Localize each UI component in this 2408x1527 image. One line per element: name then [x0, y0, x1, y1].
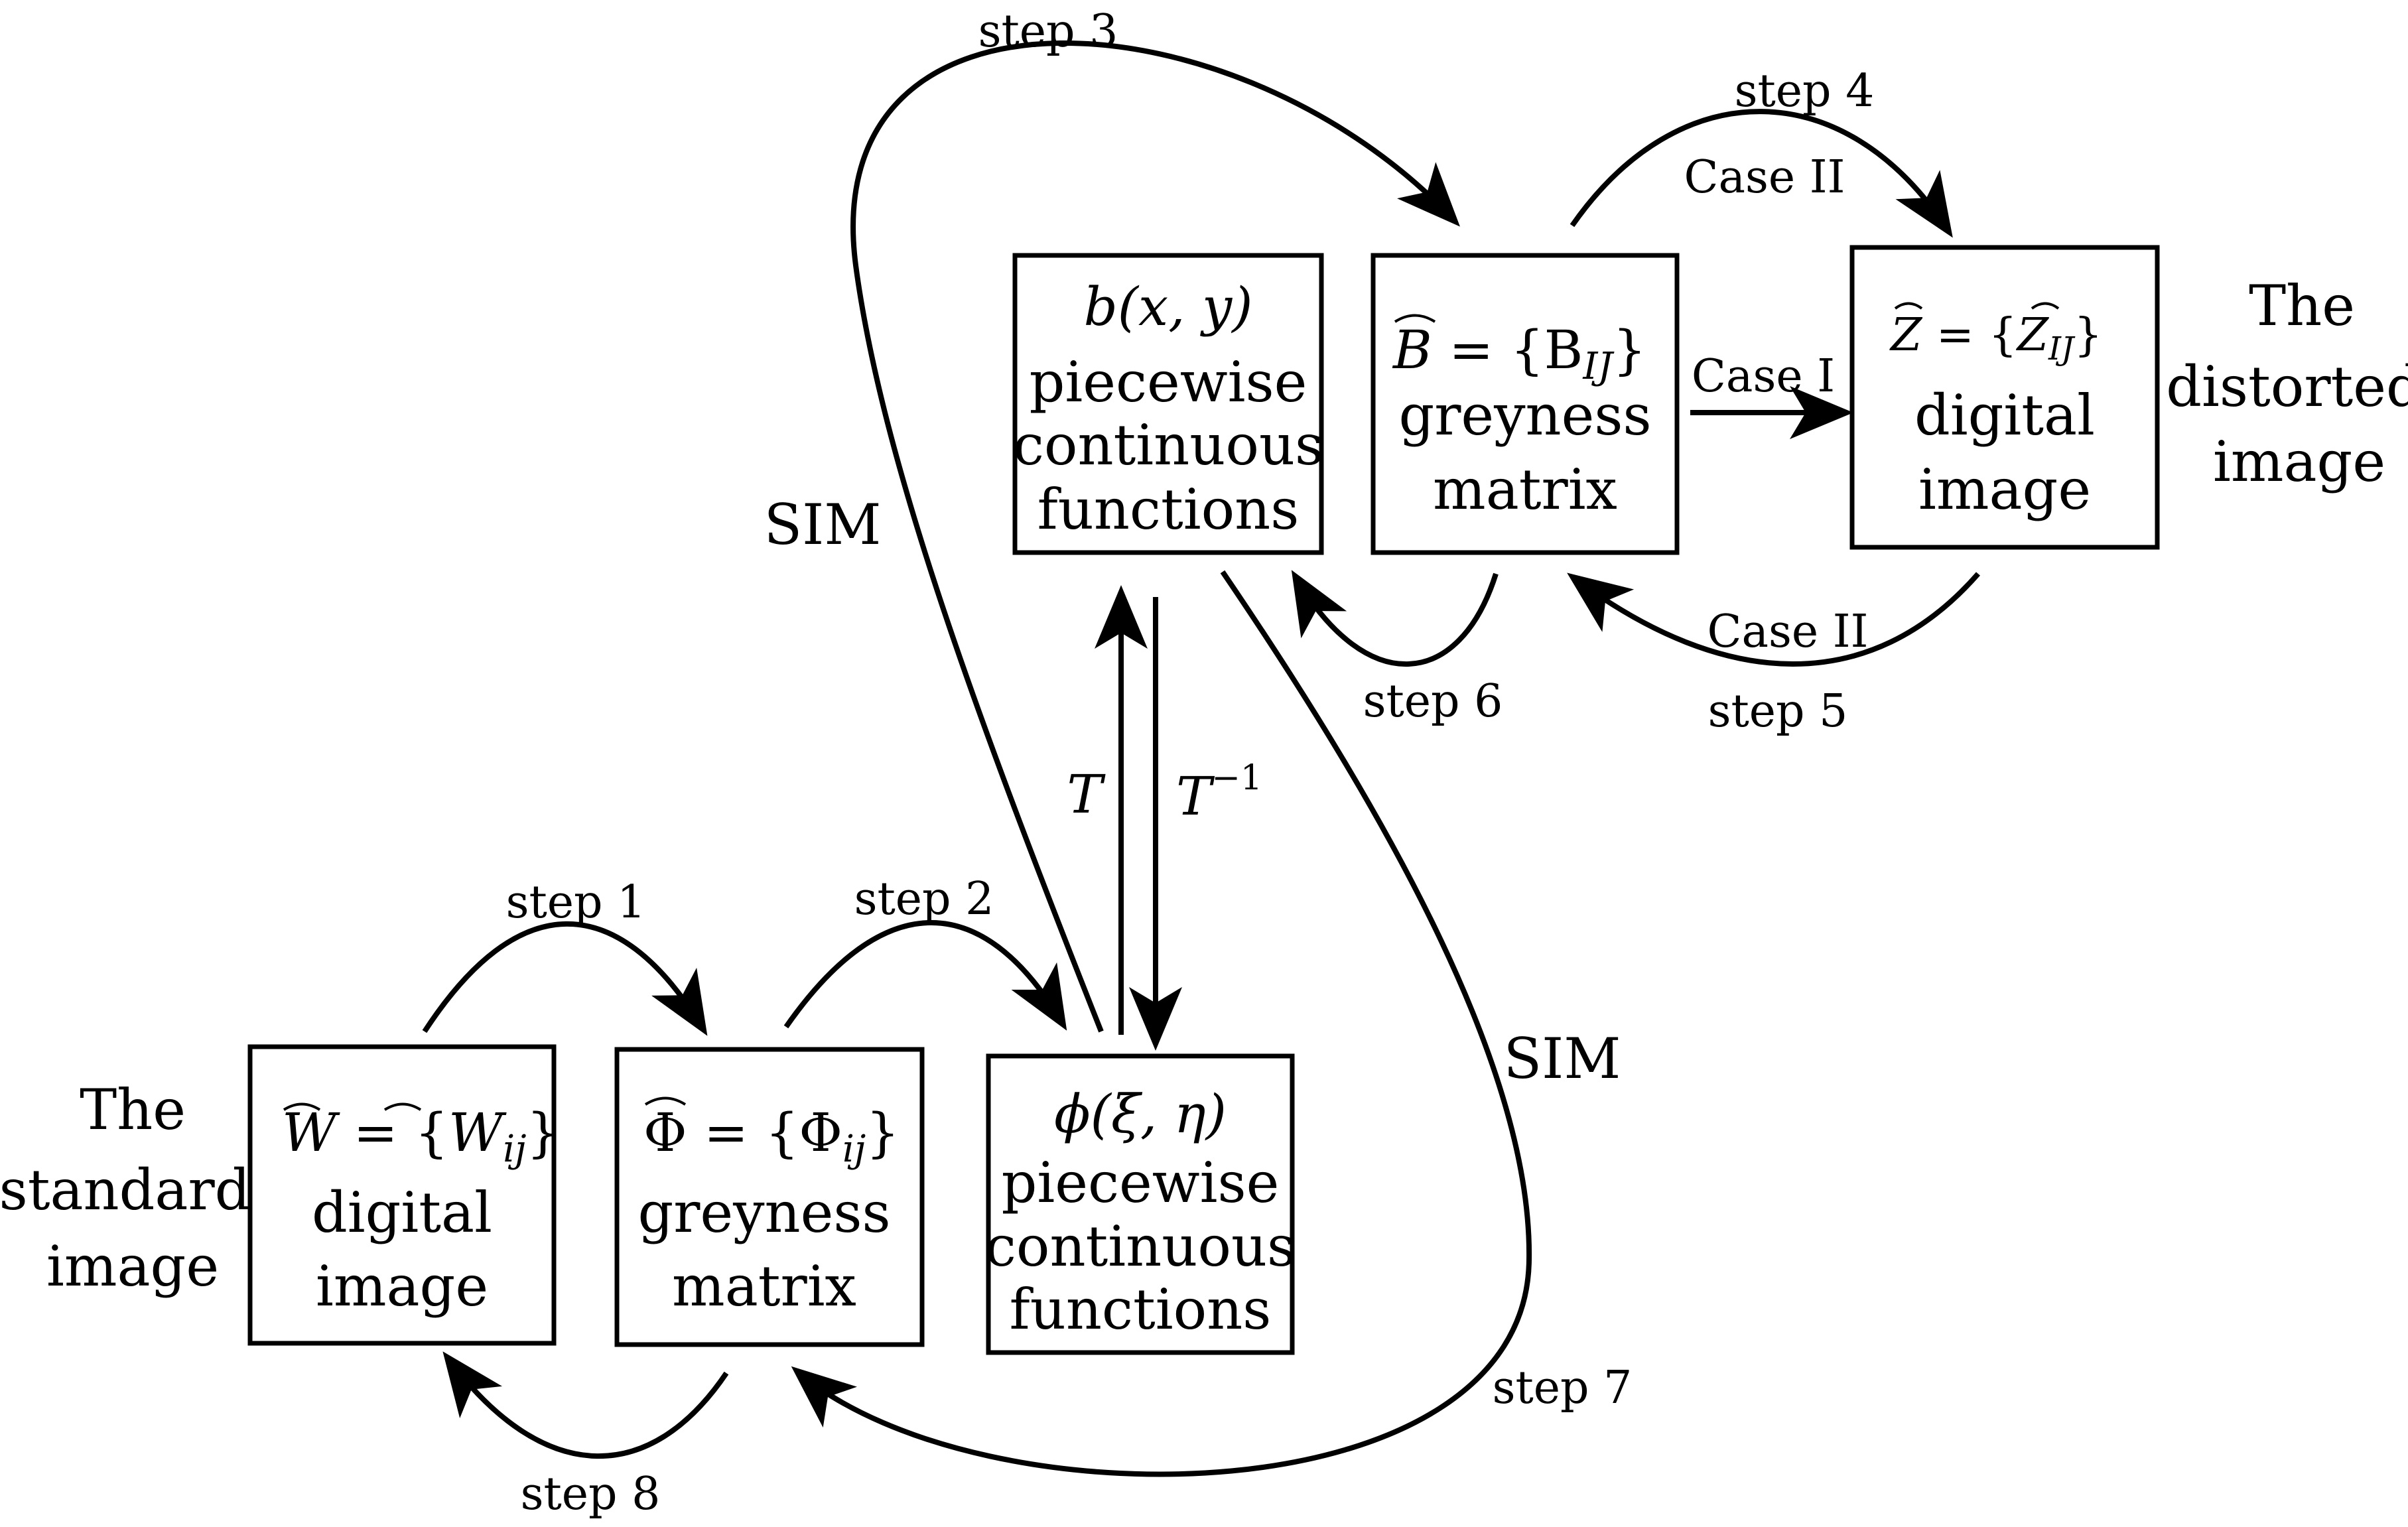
w-symbol: W [282, 1102, 340, 1163]
phi-matrix-close: } [866, 1102, 900, 1163]
z-equals: = { [1922, 309, 2017, 362]
label-sim-left: SIM [764, 492, 882, 557]
w-subscript: ij [503, 1128, 526, 1171]
edge-step3-sim-left [850, 40, 1460, 1033]
caption-standard-line-3: image [46, 1234, 219, 1299]
z-line-2: image [1918, 457, 2091, 522]
w-inner: W [448, 1102, 507, 1163]
box-b-piecewise-functions: b(x, y) piecewise continuous functions [1012, 253, 1324, 555]
w-line-1: digital [312, 1180, 492, 1245]
caption-standard-line-2: standard [0, 1158, 250, 1223]
box-distorted-greyness-matrix: B = {BIJ} greyness matrix [1371, 253, 1680, 555]
label-step5: step 5 [1708, 685, 1848, 738]
label-sim-right: SIM [1504, 1026, 1621, 1091]
box-standard-digital-image: W = {Wij} digital image [247, 1044, 560, 1346]
edge-step4-case2 [1570, 109, 1953, 238]
label-step2: step 2 [854, 873, 994, 925]
label-T-inverse-exponent: −1 [1211, 758, 1262, 798]
edge-step2 [783, 920, 1067, 1031]
caption-distorted-image: The distorted image [2166, 273, 2408, 494]
label-step8: step 8 [521, 1468, 661, 1520]
z-subscript: IJ [2048, 330, 2076, 367]
label-step1: step 1 [506, 876, 646, 929]
caption-distorted-line-1: The [2249, 273, 2355, 338]
label-step4: step 4 [1735, 65, 1875, 117]
label-step3: step 3 [978, 5, 1118, 58]
phi-matrix-line-2: matrix [672, 1254, 856, 1319]
edge-step8 [442, 1351, 729, 1459]
z-inner: Z [2016, 309, 2050, 362]
b-line-2: continuous [1013, 413, 1323, 478]
label-case2-top: Case II [1684, 151, 1845, 204]
edge-step7-sim-right [791, 570, 1532, 1477]
b-matrix-subscript: IJ [1582, 345, 1615, 388]
label-step7: step 7 [1493, 1362, 1633, 1414]
caption-standard-image: The standard image [0, 1077, 250, 1299]
phi-line-1: piecewise [1002, 1150, 1280, 1215]
phi-matrix-line-1: greyness [637, 1180, 890, 1245]
svg-text:Φ = {Φij}: Φ = {Φij} [643, 1102, 900, 1171]
z-symbol: Z [1889, 309, 1923, 362]
box-distorted-digital-image: Z = {ZIJ} digital image [1849, 245, 2160, 550]
svg-text:W = {Wij}: W = {Wij} [282, 1102, 560, 1171]
b-matrix-equals: = {B [1432, 319, 1583, 381]
label-case1: Case I [1692, 350, 1835, 403]
b-matrix-close: } [1613, 319, 1646, 381]
b-formula: b(x, y) [1084, 276, 1253, 338]
edge-step1 [422, 921, 708, 1036]
phi-matrix-symbol: Φ [643, 1102, 687, 1163]
edge-step6 [1291, 570, 1499, 667]
w-close: } [527, 1102, 561, 1163]
label-T-inverse: T−1 [1176, 758, 1262, 827]
label-step6: step 6 [1363, 675, 1503, 728]
label-T-inverse-base: T [1176, 765, 1215, 827]
phi-formula: ϕ(ξ, η) [1054, 1083, 1227, 1145]
w-equals: = { [336, 1102, 448, 1163]
label-case2-bottom: Case II [1707, 606, 1868, 658]
b-line-3: functions [1037, 477, 1300, 542]
phi-line-3: functions [1010, 1277, 1272, 1342]
z-line-1: digital [1914, 383, 2095, 448]
caption-standard-line-1: The [80, 1077, 186, 1142]
box-standard-greyness-matrix: Φ = {Φij} greyness matrix [614, 1047, 925, 1347]
z-close: } [2074, 309, 2102, 362]
caption-distorted-line-2: distorted [2166, 354, 2408, 419]
svg-text:B = {BIJ}: B = {BIJ} [1392, 319, 1646, 388]
b-matrix-line-2: matrix [1433, 457, 1617, 522]
b-matrix-line-1: greyness [1398, 383, 1651, 448]
w-line-2: image [316, 1254, 488, 1319]
caption-distorted-line-3: image [2213, 429, 2385, 494]
edge-step5-case2 [1567, 572, 1981, 667]
box-phi-piecewise-functions: ϕ(ξ, η) piecewise continuous functions [985, 1053, 1296, 1355]
b-matrix-symbol: B [1392, 319, 1432, 381]
phi-matrix-subscript: ij [842, 1128, 866, 1171]
b-line-1: piecewise [1030, 350, 1307, 415]
svg-text:Z = {ZIJ}: Z = {ZIJ} [1889, 309, 2102, 367]
phi-matrix-equals: = {Φ [687, 1102, 842, 1163]
phi-line-2: continuous [985, 1214, 1296, 1279]
label-T: T [1067, 764, 1106, 825]
hat-marks [283, 302, 2060, 1111]
